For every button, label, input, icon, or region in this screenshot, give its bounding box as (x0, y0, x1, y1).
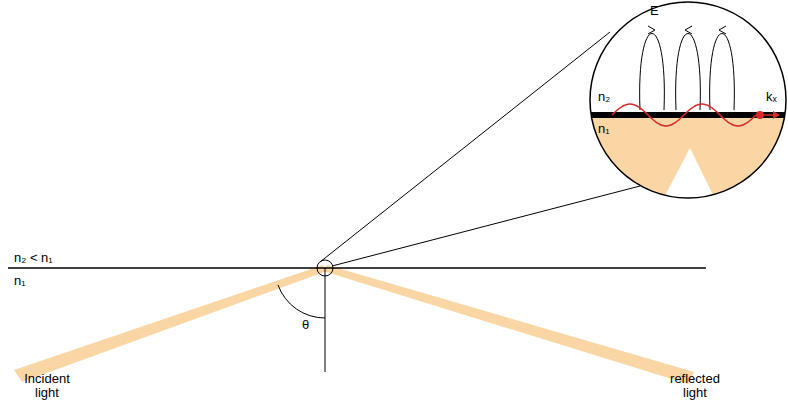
kx-arrowhead (773, 111, 780, 119)
field-arrow (685, 26, 692, 34)
field-lines (640, 26, 735, 110)
zoom-line (320, 32, 610, 262)
medium-label: n₂ (598, 90, 610, 104)
medium-label: n₂ < n₁ (14, 251, 53, 265)
angle-arc (278, 285, 325, 318)
incident-beam (14, 265, 327, 382)
field-label: E (650, 4, 659, 18)
normal-line (325, 268, 326, 372)
zoom-circle (590, 2, 786, 198)
angle-label: θ (302, 318, 309, 332)
zoom-spot (317, 260, 333, 276)
field-loop (710, 34, 735, 111)
field-loop (676, 34, 701, 111)
zoom-view (580, 0, 788, 210)
field-arrow (648, 26, 655, 34)
wave-vector-label: kₓ (766, 90, 777, 104)
reflected-beam (323, 265, 694, 384)
medium-label: n₁ (598, 122, 610, 136)
zoom-line (332, 186, 640, 266)
light-region (580, 118, 788, 208)
beam-label: Incident light (16, 372, 78, 399)
field-loop (640, 34, 665, 111)
field-arrow (719, 26, 726, 34)
beam-label: reflected light (664, 372, 726, 399)
interface-line (8, 267, 706, 269)
evanescent-wave (612, 104, 756, 126)
medium-label: n₁ (14, 274, 26, 288)
